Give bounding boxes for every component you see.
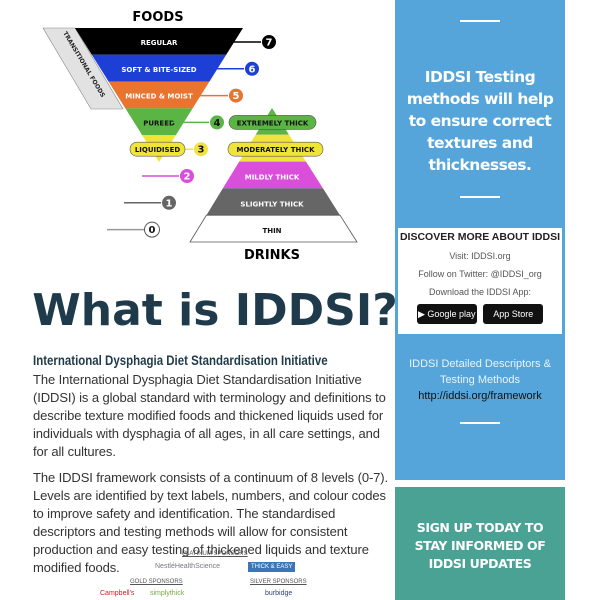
discover-card: DISCOVER MORE ABOUT IDDSI Visit: IDDSI.o… <box>398 228 562 334</box>
page-title: What is IDDSI? <box>32 285 398 336</box>
google-play-button[interactable]: ▶ Google play <box>416 304 477 324</box>
google-play-icon: ▶ <box>417 309 425 319</box>
food-level-band <box>75 28 243 55</box>
gold-sponsors-label: GOLD SPONSORS <box>130 579 183 585</box>
intro-section: International Dysphagia Diet Standardisa… <box>33 352 391 577</box>
app-store-button[interactable]: App Store <box>483 304 544 324</box>
level-number-badge <box>209 114 225 131</box>
food-level-label: SOFT & BITE-SIZED <box>121 66 196 74</box>
sponsor-logo: Campbell's <box>100 590 135 597</box>
divider <box>460 20 500 22</box>
download-text: Download the IDDSI App: <box>428 287 532 297</box>
level-number-badge <box>228 87 244 104</box>
drink-level-label: SLIGHTLY THICK <box>240 200 304 208</box>
drink-level-label: MILDLY THICK <box>245 174 300 182</box>
app-store-label: App Store <box>493 309 534 319</box>
level-number: 4 <box>214 118 221 129</box>
food-level-label: MINCED & MOIST <box>125 93 193 101</box>
drink-level-band <box>222 161 323 189</box>
food-level-band <box>108 81 210 109</box>
signup-text: SIGN UP TODAY TO STAY INFORMED OF IDDSI … <box>414 520 546 571</box>
testing-message: IDDSI Testing methods will help to ensur… <box>406 68 554 174</box>
sponsors-logos: PLATINUM SPONSORS NestléHealthScience TH… <box>100 548 320 600</box>
drink-level-band <box>189 214 358 243</box>
level-number-badge <box>244 60 260 77</box>
sponsor-logo: THICK & EASY <box>248 562 296 572</box>
framework-paragraph: The IDDSI framework consists of a contin… <box>33 470 389 575</box>
sponsor-logo: simplythick <box>150 590 185 597</box>
descriptors-text: IDDSI Detailed Descriptors & Testing Met… <box>409 358 551 386</box>
level-number: 1 <box>166 198 173 209</box>
level-number: 0 <box>149 225 156 236</box>
level-number: 7 <box>266 38 273 49</box>
drinks-label: DRINKS <box>244 248 300 263</box>
sidebar-info-panel: IDDSI Testing methods will help to ensur… <box>395 0 565 480</box>
descriptors-section: IDDSI Detailed Descriptors & Testing Met… <box>395 356 565 404</box>
drink-level-label: THIN <box>262 227 281 235</box>
level-number: 3 <box>198 145 205 156</box>
twitter-link[interactable]: Follow on Twitter: @IDDSI_org <box>418 269 542 279</box>
level-pill-label: MODERATELY THICK <box>236 146 315 154</box>
level-number-badge <box>144 221 160 238</box>
level-number: 5 <box>233 91 240 102</box>
sponsor-logo: burbidge <box>265 590 293 597</box>
level-pill-label: LIQUIDISED <box>135 146 181 154</box>
level-number: 6 <box>249 64 256 75</box>
level-pill <box>129 141 186 157</box>
discover-title: DISCOVER MORE ABOUT IDDSI <box>399 231 561 243</box>
divider <box>460 196 500 198</box>
signup-panel[interactable]: SIGN UP TODAY TO STAY INFORMED OF IDDSI … <box>395 487 565 600</box>
sponsor-logo: NestléHealthScience <box>155 563 220 570</box>
level-number-badge <box>179 168 195 184</box>
transitional-foods-band <box>42 27 124 110</box>
level-pill <box>228 115 317 130</box>
level-number: 2 <box>184 172 191 183</box>
level-number-badge <box>161 194 177 211</box>
level-pill-label: EXTREMELY THICK <box>237 119 309 127</box>
level-number-badge <box>261 34 277 50</box>
divider <box>460 422 500 424</box>
level-number-badge <box>193 141 209 158</box>
intro-paragraph: The International Dysphagia Diet Standar… <box>33 372 386 459</box>
drink-level-band <box>206 188 340 216</box>
subheading: International Dysphagia Diet Standardisa… <box>33 353 328 368</box>
food-level-band <box>125 108 193 136</box>
silver-sponsors-label: SILVER SPONSORS <box>250 579 307 585</box>
google-play-label: Google play <box>427 309 476 319</box>
platinum-sponsors-label: PLATINUM SPONSORS <box>182 551 248 557</box>
food-level-label: PUREED <box>143 119 175 127</box>
food-level-label: REGULAR <box>141 39 178 47</box>
level-pill <box>227 141 324 157</box>
visit-link[interactable]: Visit: IDDSI.org <box>449 251 511 261</box>
framework-link[interactable]: http://iddsi.org/framework <box>418 390 542 402</box>
foods-label: FOODS <box>132 10 183 25</box>
food-level-band <box>91 54 227 82</box>
